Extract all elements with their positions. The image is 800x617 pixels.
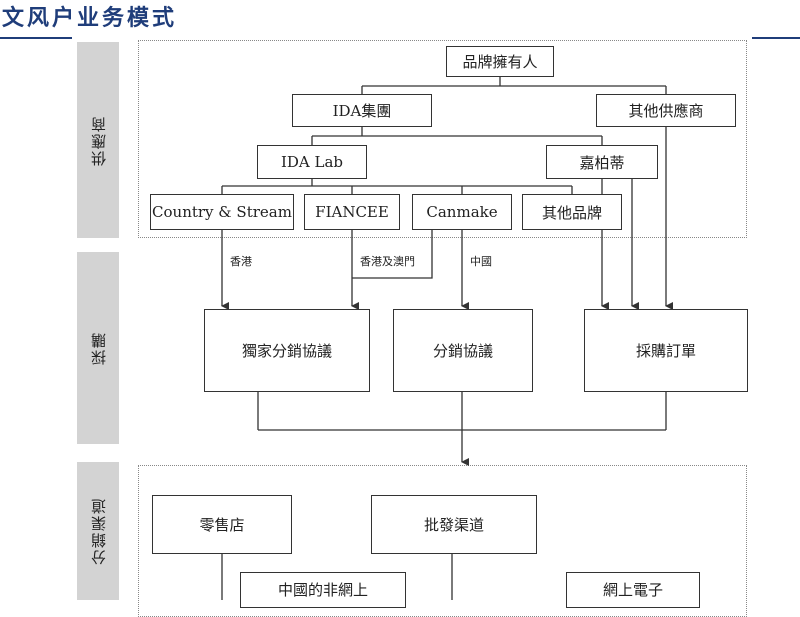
- title-rule-right: [752, 37, 800, 39]
- edge-label-china: 中國: [470, 255, 492, 268]
- node-kao: 嘉柏蒂: [546, 145, 658, 179]
- title-rule-left: [0, 37, 72, 39]
- node-exclusive-agreement: 獨家分銷協議: [204, 309, 370, 392]
- node-other-brands: 其他品牌: [522, 194, 622, 230]
- node-fiancee: FIANCEE: [304, 194, 400, 230]
- section-band-procurement: 採購: [77, 252, 119, 444]
- node-wholesale-channel: 批發渠道: [371, 495, 537, 554]
- node-ida-group: IDA集團: [292, 94, 432, 127]
- node-distribution-agreement: 分銷協議: [393, 309, 533, 392]
- node-other-suppliers: 其他供應商: [596, 94, 736, 127]
- section-band-supplier: 供應商: [77, 42, 119, 238]
- node-china-offline: 中國的非網上: [240, 572, 406, 608]
- edge-label-hongkong: 香港: [230, 255, 252, 268]
- edge-label-hk-macau: 香港及澳門: [360, 255, 415, 268]
- connector-lines: [221, 77, 673, 600]
- node-ida-lab: IDA Lab: [257, 145, 367, 179]
- node-online-ecommerce: 網上電子: [566, 572, 700, 608]
- supplier-container: [138, 40, 747, 238]
- node-retail-store: 零售店: [152, 495, 292, 554]
- section-band-distribution: 分銷渠道: [77, 462, 119, 600]
- node-brand-owner: 品牌擁有人: [446, 46, 554, 77]
- node-country-stream: Country & Stream: [150, 194, 294, 230]
- node-canmake: Canmake: [412, 194, 512, 230]
- node-purchase-order: 採購訂單: [584, 309, 748, 392]
- page-title: 文风户业务模式: [2, 5, 178, 31]
